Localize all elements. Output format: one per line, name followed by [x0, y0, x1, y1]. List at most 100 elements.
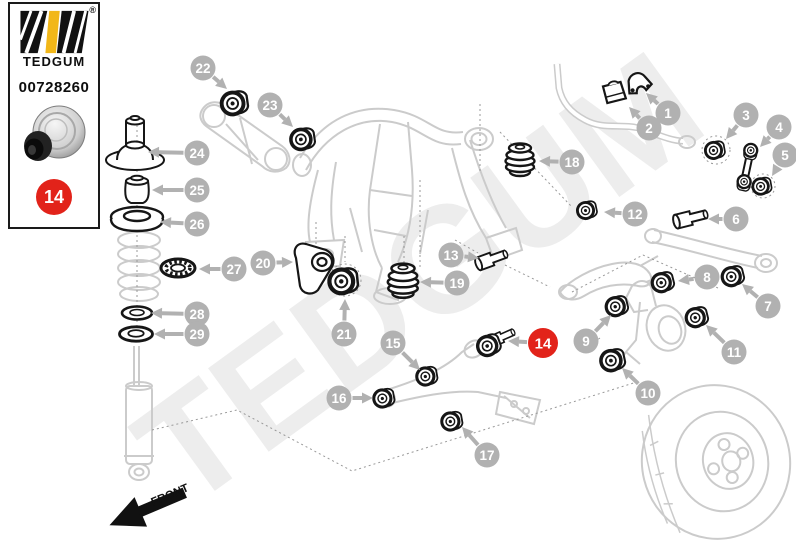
callout-number: 23: [262, 98, 278, 113]
callout-number: 16: [331, 391, 347, 406]
callout-circle: [766, 114, 792, 140]
callout-28: 28: [151, 301, 210, 327]
callout-circle: [635, 380, 661, 406]
callout-13: 13: [438, 242, 479, 268]
callout-number: 21: [336, 327, 352, 342]
callout-22: 22: [190, 55, 227, 89]
callout-arrow-head: [604, 207, 616, 219]
callout-arrow-head: [148, 146, 160, 158]
callout-circle-highlighted: [528, 328, 558, 358]
callout-arrow-head: [706, 325, 718, 337]
callout-arrow-head: [678, 274, 690, 285]
callout-number: 13: [443, 248, 459, 263]
watermark-text: TEDGUM: [107, 19, 732, 537]
callout-number: 18: [564, 155, 580, 170]
callout-circle: [721, 339, 747, 365]
subframe-illustration: [292, 107, 524, 305]
callout-10: 10: [622, 368, 661, 406]
callout-2: 2: [629, 107, 662, 141]
callout-arrow-head: [160, 217, 172, 229]
callout-arrow-shaft: [278, 112, 287, 121]
callout-circle: [184, 177, 210, 203]
callout-6: 6: [708, 206, 749, 232]
callout-number: 27: [226, 262, 241, 277]
part-1-clamp: [627, 72, 654, 95]
callout-17: 17: [462, 427, 500, 468]
callout-arrow-shaft: [467, 433, 480, 447]
part-25-bump-stop: [124, 174, 150, 204]
callout-arrow-head: [462, 427, 474, 439]
callout-number: 10: [640, 386, 655, 401]
callout-circle: [636, 115, 662, 141]
callout-circle: [250, 250, 276, 276]
callout-arrow-shaft: [635, 113, 642, 120]
callout-arrow-shaft: [628, 374, 640, 386]
callout-circle: [331, 321, 357, 347]
part-number: 00728260: [18, 79, 90, 96]
callout-number: 11: [727, 345, 742, 360]
callout-arrow-head: [408, 358, 420, 370]
callout-number: 7: [764, 299, 772, 314]
callout-number: 1: [664, 106, 672, 121]
part-24-strut-mount: [105, 115, 165, 171]
callout-circle: [326, 385, 352, 411]
callout-number: 17: [479, 448, 494, 463]
callout-arrow-head: [362, 392, 373, 404]
callout-layer: 1234567891011121314151617181920212223242…: [148, 55, 796, 468]
callout-arrow-head: [339, 299, 351, 311]
callout-number: 15: [385, 336, 401, 351]
callout-number: 9: [582, 334, 590, 349]
callout-arrow-shaft: [749, 289, 759, 299]
callout-number: 2: [645, 121, 653, 136]
front-arrow: FRONT: [109, 482, 191, 527]
part-27-bearing: [159, 257, 197, 279]
part-legend: ® TEDGUM 00728260: [8, 2, 100, 229]
callout-circle: [559, 149, 585, 175]
callout-circle: [257, 92, 283, 118]
callout-arrow-head: [199, 263, 210, 275]
callout-number: 14: [535, 336, 552, 353]
callout-arrow-head: [215, 77, 227, 89]
callout-number: 4: [775, 120, 783, 135]
callout-21: 21: [331, 299, 357, 347]
callout-number: 8: [703, 270, 711, 285]
sway-bar-illustration: [553, 63, 696, 149]
tedgum-logo-icon: [19, 10, 89, 54]
callout-arrow-head: [646, 93, 658, 105]
callout-arrow-head: [726, 127, 738, 139]
callout-number: 3: [742, 108, 750, 123]
callout-circle: [694, 264, 720, 290]
callout-arrow-shaft: [688, 276, 694, 282]
callout-1: 1: [646, 93, 681, 126]
callout-circle: [444, 270, 470, 296]
wheel-illustration: [640, 384, 792, 540]
callout-arrow-shaft: [211, 75, 221, 84]
callout-number: 28: [189, 307, 205, 322]
callout-arrow-head: [281, 256, 293, 268]
callout-circle: [184, 211, 210, 237]
callout-arrow-head: [151, 307, 163, 319]
callout-arrow-head: [539, 155, 551, 167]
callout-arrow-head: [154, 328, 165, 340]
callout-27: 27: [199, 256, 247, 282]
callout-circle: [772, 142, 796, 168]
callout-number: 20: [255, 256, 270, 271]
callout-arrow-head: [599, 315, 611, 327]
callout-circle: [733, 102, 759, 128]
callout-circle: [221, 256, 247, 282]
callout-arrow-shaft: [401, 351, 414, 364]
callout-arrow-shaft: [593, 321, 605, 333]
callout-circle: [184, 140, 210, 166]
callout-11: 11: [706, 325, 747, 365]
callout-circle: [655, 100, 681, 126]
callout-arrow-head: [708, 213, 719, 225]
callout-number: 26: [189, 217, 205, 232]
callout-3: 3: [726, 102, 759, 139]
callout-circle: [723, 206, 749, 232]
callout-12: 12: [604, 201, 648, 227]
brand-name: TEDGUM: [22, 54, 86, 69]
part-26-spring-seat: [109, 205, 165, 233]
callout-9: 9: [573, 315, 611, 354]
callout-number: 29: [189, 327, 204, 342]
callout-arrow-head: [760, 135, 772, 147]
